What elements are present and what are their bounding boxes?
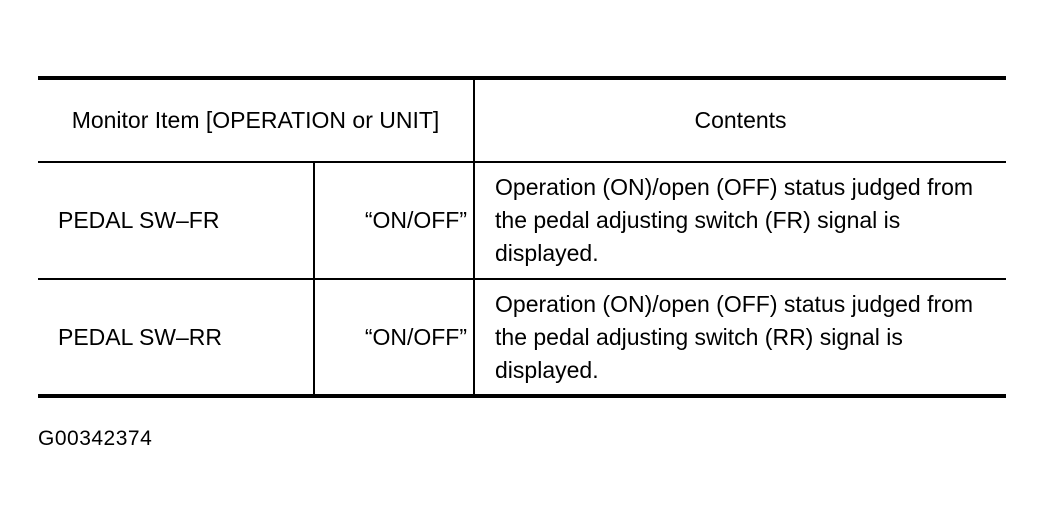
row-item-contents: Operation (ON)/open (OFF) status judged … <box>473 161 1007 279</box>
table-row: PEDAL SW–FR “ON/OFF” Operation (ON)/open… <box>38 161 1007 279</box>
monitor-item-table: Monitor Item [OPERATION or UNIT] Content… <box>38 76 1007 398</box>
row-item-unit: “ON/OFF” <box>312 278 475 398</box>
table-header-row: Monitor Item [OPERATION or UNIT] Content… <box>38 76 1007 162</box>
header-monitor-item: Monitor Item [OPERATION or UNIT] <box>38 76 475 162</box>
figure-id: G00342374 <box>38 427 153 450</box>
row-item-name: PEDAL SW–FR <box>38 161 314 279</box>
row-item-contents: Operation (ON)/open (OFF) status judged … <box>473 278 1007 398</box>
row-item-unit: “ON/OFF” <box>312 161 475 279</box>
row-item-name: PEDAL SW–RR <box>38 278 314 398</box>
header-contents: Contents <box>473 76 1007 162</box>
table-row: PEDAL SW–RR “ON/OFF” Operation (ON)/open… <box>38 278 1007 398</box>
